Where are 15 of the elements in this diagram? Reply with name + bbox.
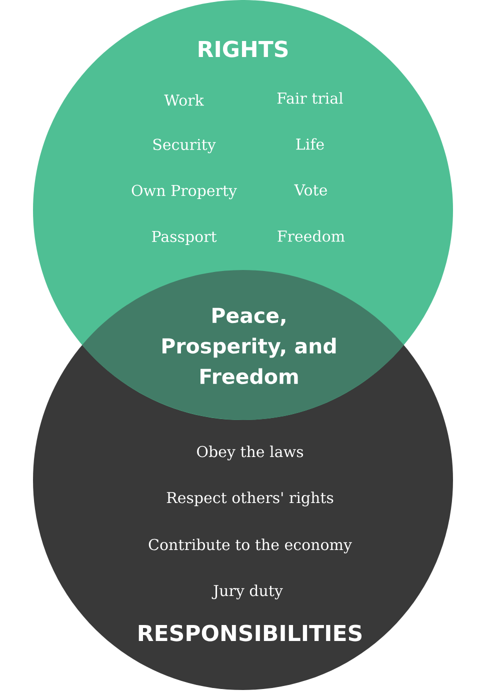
list-item: Own Property bbox=[132, 184, 237, 200]
heading: RESPONSIBILITIES bbox=[138, 624, 362, 642]
list-item: Life bbox=[296, 138, 324, 150]
list-item: Work bbox=[164, 94, 204, 106]
overlap-lens: Peace, Prosperity, and Freedom bbox=[82, 270, 404, 420]
heading: RIGHTS bbox=[198, 40, 288, 58]
list-item: Jury duty bbox=[212, 584, 283, 600]
list-item: Freedom bbox=[278, 230, 345, 242]
list-item: Obey the laws bbox=[197, 446, 304, 460]
list-item: Contribute to the economy bbox=[148, 538, 352, 554]
list-item: Respect others' rights bbox=[166, 492, 334, 506]
list-item: Security bbox=[153, 138, 216, 154]
list-item: Fair trial bbox=[277, 92, 343, 104]
list-item: Vote bbox=[294, 184, 327, 196]
list-item: Passport bbox=[152, 230, 217, 246]
